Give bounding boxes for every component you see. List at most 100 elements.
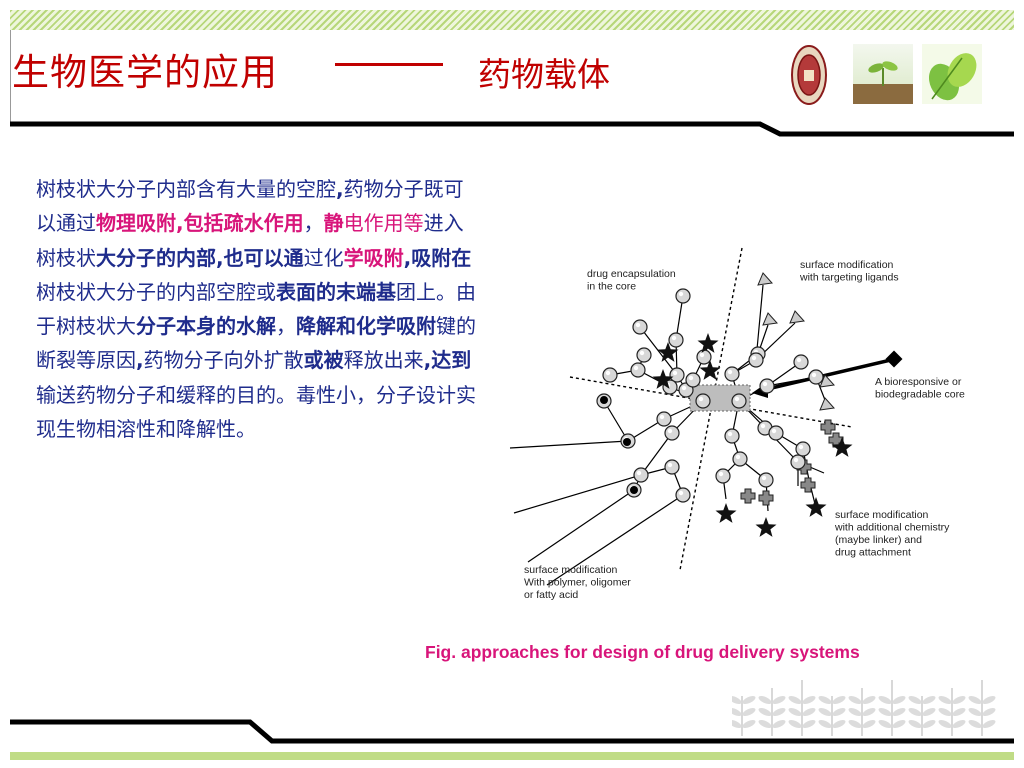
drug-star-icon: [697, 333, 719, 353]
text-run: 药物分子既可以通过: [36, 177, 464, 236]
chain-end-dot: [600, 396, 608, 404]
title-dash: [335, 63, 443, 66]
university-seal-icon: [791, 45, 827, 105]
sphere-node: [696, 349, 712, 365]
text-run: ,也可以通: [216, 245, 304, 270]
drug-star-icon: [831, 437, 853, 457]
text-run: 静: [323, 211, 344, 236]
ligand-triangle-icon: [789, 310, 805, 324]
text-run: ,: [336, 177, 344, 201]
diagram-label: surface modification: [524, 564, 618, 576]
sphere-node: [759, 378, 775, 394]
sphere-node: [768, 425, 784, 441]
diagram-label: biodegradable core: [875, 389, 965, 401]
diagram-label: With polymer, oligomer: [524, 577, 631, 589]
plant-icon: [848, 688, 876, 736]
sphere-node: [715, 468, 731, 484]
page-title: 生物医学的应用: [12, 51, 278, 94]
drug-star-icon: [805, 497, 827, 517]
sprout-photo: [853, 44, 913, 104]
sphere-node: [793, 354, 809, 370]
diagram-label: surface modification: [800, 259, 894, 271]
ligand-triangle-icon: [757, 272, 773, 286]
bottom-stripe-decoration: [10, 752, 1014, 760]
ligand-triangle-icon: [762, 312, 778, 326]
top-stripe-decoration: [10, 10, 1014, 30]
sphere-node: [636, 347, 652, 363]
sphere-node: [602, 367, 618, 383]
linker-icon: [758, 490, 774, 506]
plant-icon: [818, 695, 846, 736]
bond-line: [527, 489, 635, 563]
sphere-node: [724, 428, 740, 444]
sphere-node: [675, 487, 691, 503]
text-run: ,达到: [423, 348, 472, 373]
diagram-label: A bioresponsive or: [875, 376, 962, 388]
drug-star-icon: [699, 360, 721, 380]
bond-line: [640, 432, 673, 476]
text-run: ,: [136, 348, 144, 373]
diagram-label: (maybe linker) and: [835, 534, 922, 546]
bond-line: [603, 400, 629, 442]
text-run: ，: [276, 314, 296, 339]
text-run: 表面的末端基: [276, 279, 396, 304]
plant-icon: [878, 680, 906, 736]
ligand-triangle-icon: [819, 374, 835, 388]
linker-icon: [820, 419, 836, 435]
text-run: 吸附在: [411, 245, 472, 270]
green-leaves-photo: [922, 44, 982, 104]
chain-end-dot: [623, 438, 631, 446]
diagram-label: with targeting ligands: [799, 272, 899, 284]
page-subtitle: 药物载体: [478, 55, 610, 94]
diagram-label: in the core: [587, 281, 636, 293]
sphere-node: [668, 332, 684, 348]
text-run: 树枝状大分子内部含有大量的空腔: [36, 177, 336, 201]
text-run: 药物分子向外扩散: [143, 348, 304, 373]
body-paragraph: 树枝状大分子内部含有大量的空腔,药物分子既可以通过物理吸附,包括疏水作用，静电作…: [36, 172, 476, 446]
sphere-node: [724, 366, 740, 382]
figure-caption: Fig. approaches for design of drug deliv…: [425, 642, 860, 662]
text-run: 或被: [303, 348, 344, 373]
text-run: 键的断裂等原因: [36, 314, 476, 373]
sphere-node: [732, 451, 748, 467]
sphere-node: [633, 467, 649, 483]
sphere-node: [685, 372, 701, 388]
text-run: 电作用等: [343, 211, 424, 236]
plant-icon: [968, 680, 996, 736]
plant-icon: [908, 695, 936, 736]
linker-icon: [740, 488, 756, 504]
arrow-tail-icon: [885, 350, 903, 368]
chain-end-dot: [630, 486, 638, 494]
sphere-node: [630, 362, 646, 378]
bond-line: [639, 326, 678, 376]
bond-line: [546, 494, 684, 586]
ligand-triangle-icon: [819, 397, 835, 411]
diagram-label: drug encapsulation: [587, 268, 676, 280]
text-run: 输送药物分子和缓释的目的。毒性小，分子设计实现生物相溶性和降解性。: [36, 382, 476, 442]
text-run: 大分子的内部: [96, 245, 216, 270]
diagram-label: or fatty acid: [524, 589, 578, 601]
text-run: 树枝状大分子的内部空腔或: [36, 279, 276, 304]
bond-line: [513, 474, 642, 514]
drug-star-icon: [755, 517, 777, 537]
diagram-label: with additional chemistry: [834, 522, 950, 534]
drug-star-icon: [652, 369, 674, 389]
drug-star-icon: [657, 342, 679, 362]
drug-star-icon: [715, 503, 737, 523]
sphere-node: [758, 472, 774, 488]
text-run: ,包括疏水作用: [176, 211, 304, 236]
bond-line: [509, 440, 629, 449]
plant-icon: [938, 688, 966, 736]
linker-icon: [800, 477, 816, 493]
sphere-node: [675, 288, 691, 304]
sphere-node: [808, 369, 824, 385]
text-run: ,: [403, 245, 412, 270]
text-run: 团上。由于树枝状大: [36, 279, 476, 339]
sphere-node: [695, 393, 711, 409]
sphere-node: [656, 411, 672, 427]
sphere-node: [632, 319, 648, 335]
text-run: 分子本身的水解: [136, 314, 276, 339]
sphere-node: [664, 459, 680, 475]
